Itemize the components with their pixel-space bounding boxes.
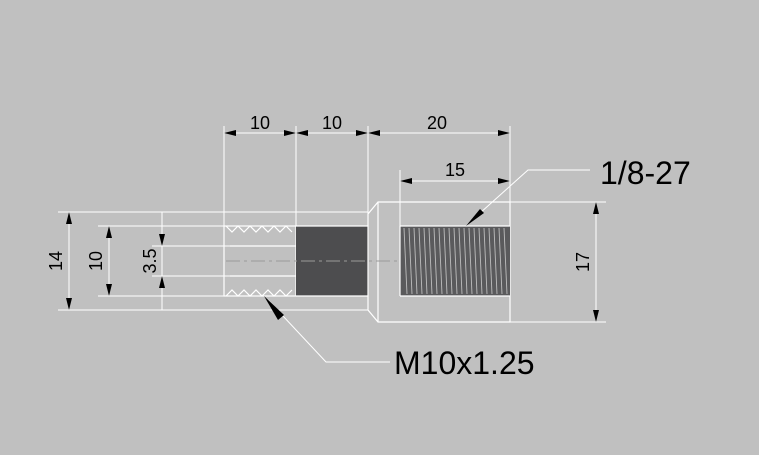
external-thread-teeth — [225, 225, 293, 297]
internal-thread-line — [448, 227, 453, 295]
internal-thread-line — [443, 227, 448, 295]
internal-thread-line — [458, 227, 463, 295]
part-outline — [223, 201, 511, 323]
internal-thread-line — [498, 227, 503, 295]
internal-thread-line — [433, 227, 438, 295]
internal-thread-line — [473, 227, 478, 295]
internal-thread-line — [463, 227, 468, 295]
internal-thread-line — [408, 227, 413, 295]
external-thread-leader — [267, 299, 390, 363]
internal-thread-line — [503, 227, 508, 295]
dim-label-diameter-3-5: 3.5 — [140, 248, 160, 273]
internal-thread-line — [413, 227, 418, 295]
internal-thread-line — [438, 227, 443, 295]
callout-external-thread: M10x1.25 — [394, 345, 535, 381]
external-thread-bottom-profile — [225, 289, 293, 297]
external-thread-top-profile — [225, 225, 293, 233]
internal-thread-leader — [469, 169, 590, 223]
dim-label-body-length: 20 — [427, 113, 447, 133]
dim-label-diameter-14: 14 — [46, 251, 66, 271]
callout-internal-thread: 1/8-27 — [600, 155, 691, 191]
internal-thread-line — [478, 227, 483, 295]
internal-thread-leader-arrow — [466, 209, 484, 226]
leaders — [264, 169, 590, 363]
internal-thread-line — [418, 227, 423, 295]
dim-label-diameter-10: 10 — [86, 251, 106, 271]
internal-thread-line — [493, 227, 498, 295]
internal-thread-line — [403, 227, 408, 295]
dim-label-internal-thread-length: 15 — [445, 160, 465, 180]
dimension-lines — [66, 130, 599, 322]
dim-label-diameter-17: 17 — [573, 252, 593, 272]
external-thread-leader-arrow — [264, 296, 284, 320]
internal-thread-hatch — [403, 227, 508, 295]
internal-thread-line — [468, 227, 473, 295]
internal-thread-line — [483, 227, 488, 295]
internal-thread-line — [488, 227, 493, 295]
internal-thread-line — [453, 227, 458, 295]
extension-lines — [58, 126, 606, 323]
dim-label-neck-length: 10 — [322, 113, 342, 133]
internal-thread-line — [428, 227, 433, 295]
internal-thread-line — [423, 227, 428, 295]
dim-label-left-thread-length: 10 — [250, 113, 270, 133]
